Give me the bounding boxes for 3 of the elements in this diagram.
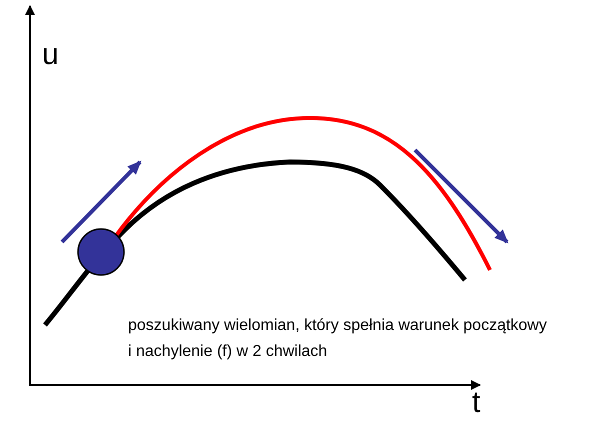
axis-label: t	[472, 386, 480, 420]
axis-label: u	[42, 38, 59, 72]
annotation-text: poszukiwany wielomian, który spełnia warunek początkowy i nachylenie (f) w 2 chwilach	[128, 316, 548, 362]
